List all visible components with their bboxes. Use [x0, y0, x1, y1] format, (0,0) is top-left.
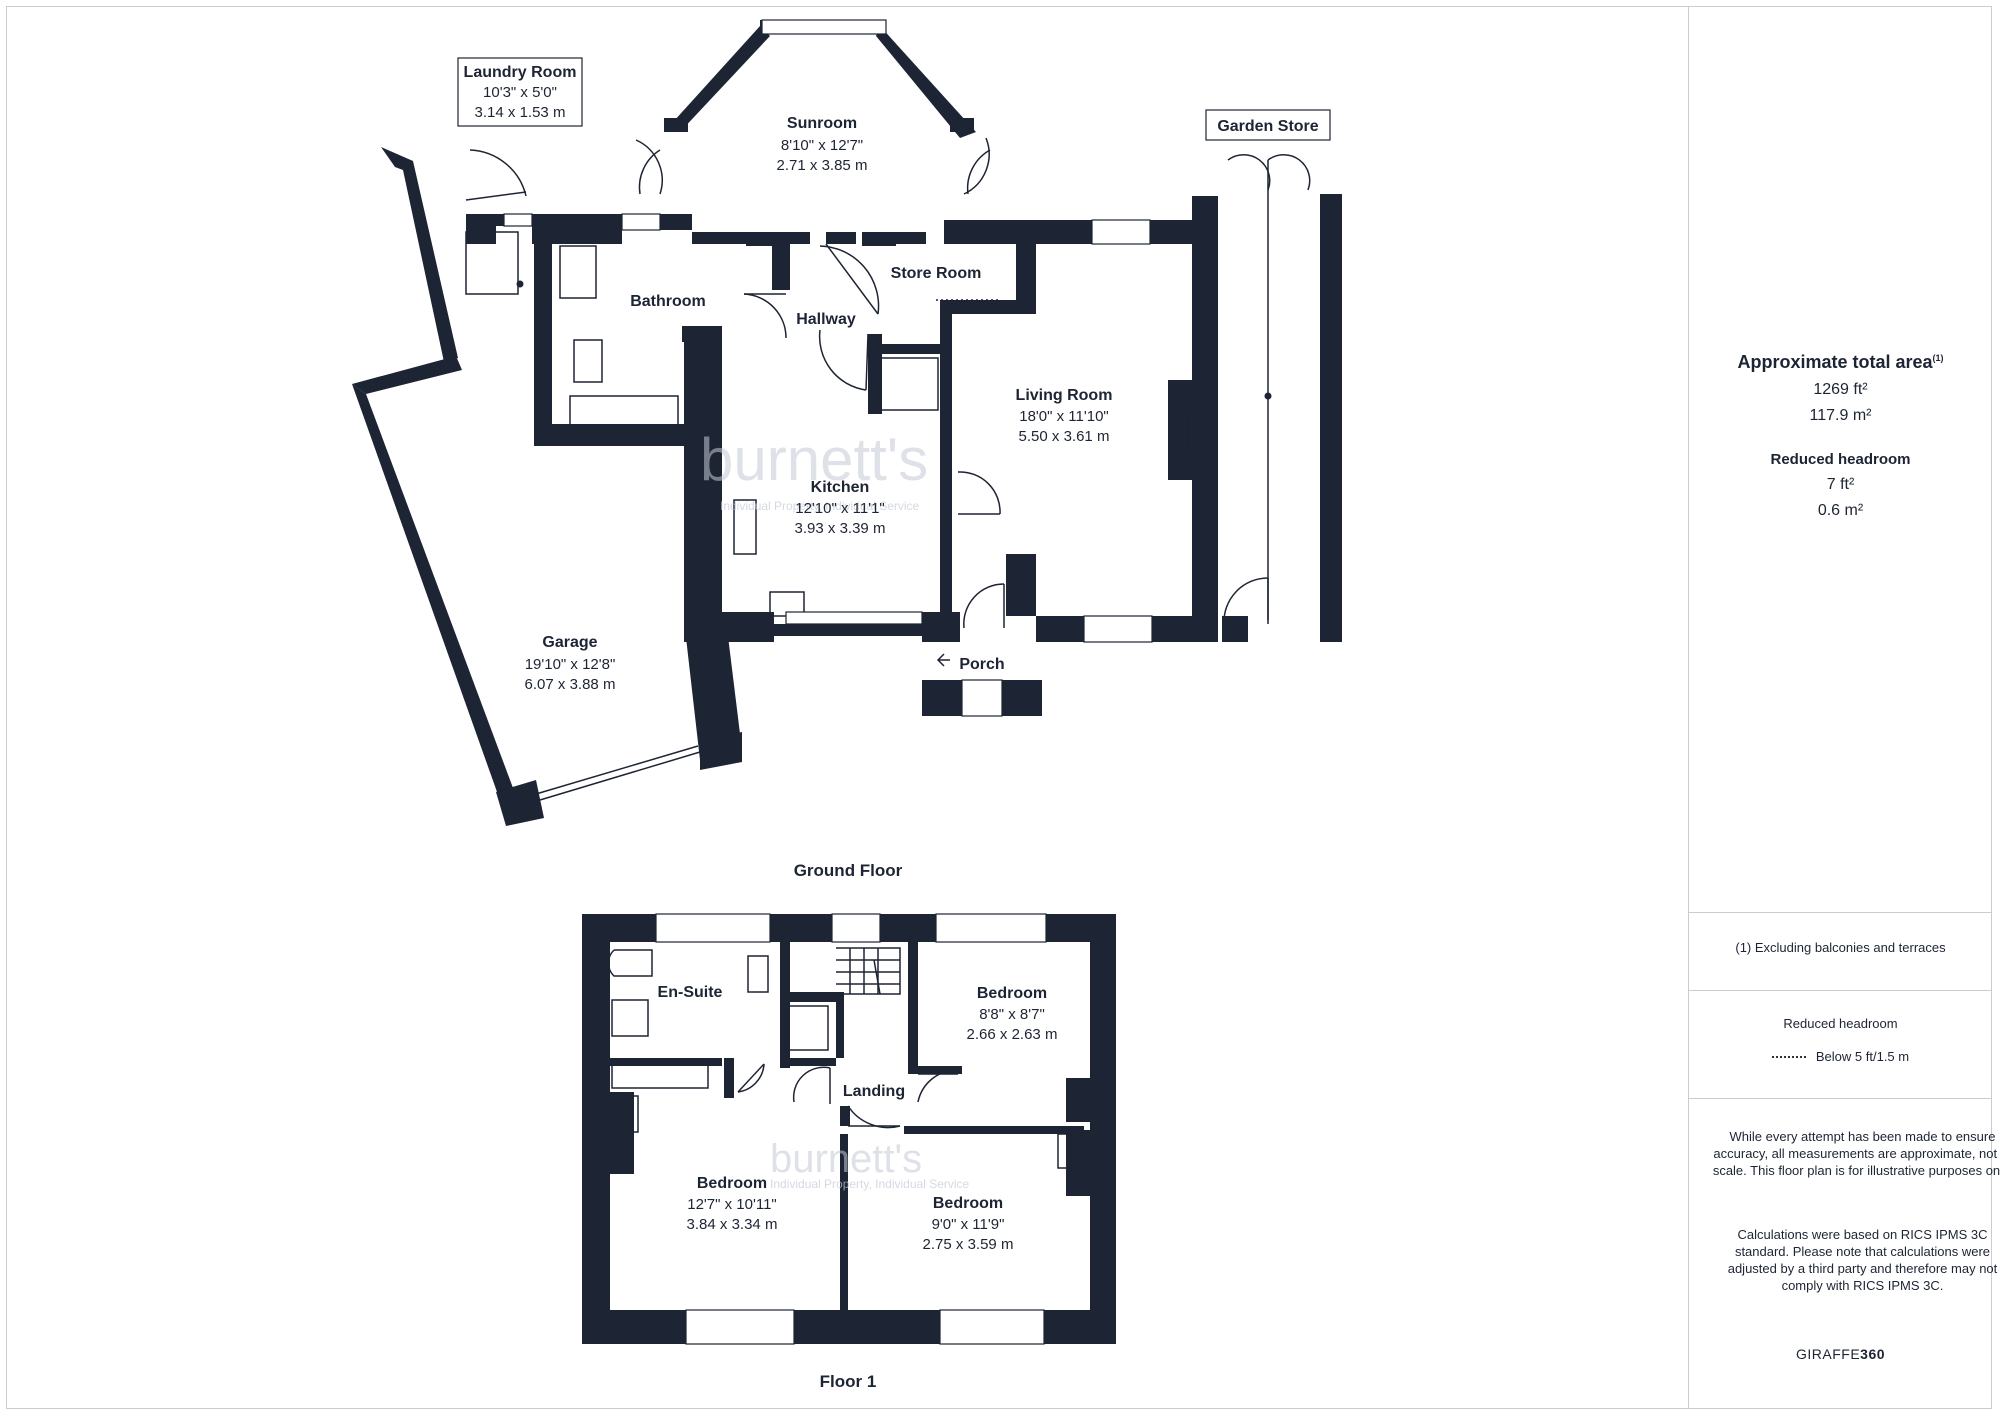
- area-ft: 1269 ft²: [1813, 381, 1868, 398]
- divider: [1689, 912, 1992, 913]
- reduced-m: 0.6 m²: [1817, 502, 1864, 519]
- garden-store-tag: Garden Store: [1205, 109, 1331, 141]
- garden-store-marker: [1264, 392, 1272, 400]
- hallway-label: Hallway: [796, 311, 856, 328]
- divider: [1689, 1098, 1992, 1099]
- bathroom-label: Bathroom: [630, 293, 706, 310]
- living-room-dim-imperial: 18'0" x 11'10": [1019, 408, 1109, 425]
- bedroom-ne-dim-imperial: 8'8" x 8'7": [979, 1006, 1045, 1023]
- page-frame: [6, 6, 1992, 1409]
- reduced-ft: 7 ft²: [1826, 476, 1855, 493]
- legend-row: Below 5 ft/1.5 m: [1689, 1049, 1992, 1064]
- info-sidebar: Approximate total area(1) 1269 ft² 117.9…: [1688, 6, 2000, 1409]
- legend-text: Below 5 ft/1.5 m: [1815, 1049, 1910, 1064]
- bedroom-se-dim-imperial: 9'0" x 11'9": [932, 1216, 1005, 1233]
- porch-label: Porch: [959, 656, 1004, 673]
- ground-floor-title: Ground Floor: [794, 861, 903, 880]
- watermark-tagline-f1: Individual Property, Individual Service: [770, 1177, 970, 1191]
- area-summary: Approximate total area(1) 1269 ft² 117.9…: [1689, 352, 1992, 520]
- garden-store-label: Garden Store: [1217, 118, 1318, 135]
- landing-label: Landing: [843, 1083, 905, 1100]
- ground-floor-details: [465, 137, 1311, 801]
- bedroom-ne-label: Bedroom: [977, 985, 1047, 1002]
- sunroom-label: Sunroom: [787, 115, 857, 132]
- living-room-dim-metric: 5.50 x 3.61 m: [1019, 428, 1110, 445]
- kitchen-label: Kitchen: [811, 479, 870, 496]
- brand-light: GIRAFFE: [1795, 1346, 1861, 1362]
- bedroom-ne-dim-metric: 2.66 x 2.63 m: [967, 1026, 1058, 1043]
- bedroom-se-label: Bedroom: [933, 1195, 1003, 1212]
- floor-plan: burnett's Individual Property, Individua…: [352, 19, 1342, 1391]
- watermark-tagline: Individual Property, Individual Service: [720, 499, 920, 513]
- floor-1-details: [607, 947, 1073, 1169]
- brand-bold: 360: [1860, 1346, 1886, 1362]
- bedroom-sw-dim-imperial: 12'7" x 10'11": [687, 1196, 777, 1213]
- sunroom-dim-metric: 2.71 x 3.85 m: [777, 157, 868, 174]
- sunroom-dim-imperial: 8'10" x 12'7": [781, 137, 863, 154]
- disclaimer-2: Calculations were based on RICS IPMS 3C …: [1727, 1227, 1998, 1293]
- reduced-headroom-title: Reduced headroom: [1770, 451, 1911, 468]
- kitchen-dim-imperial: 12'10" x 11'1": [795, 500, 885, 517]
- bedroom-sw-label: Bedroom: [697, 1175, 767, 1192]
- disclaimer-1: While every attempt has been made to ens…: [1712, 1129, 2000, 1178]
- ground-floor-windows: [503, 19, 1153, 717]
- floor-1-title: Floor 1: [820, 1372, 877, 1391]
- area-footnote: (1) Excluding balconies and terraces: [1735, 940, 1946, 955]
- garage-dim-imperial: 19'10" x 12'8": [525, 656, 616, 673]
- laundry-drain-marker: [516, 280, 524, 288]
- floor-1-walls: [582, 914, 1116, 1344]
- divider: [1689, 990, 1992, 991]
- laundry-room-tag: Laundry Room 10'3" x 5'0" 3.14 x 1.53 m: [457, 57, 583, 127]
- laundry-room-dim-imperial: 10'3" x 5'0": [483, 84, 557, 101]
- area-title: Approximate total area: [1737, 352, 1933, 372]
- area-m: 117.9 m²: [1809, 407, 1872, 424]
- legend: Reduced headroom Below 5 ft/1.5 m: [1689, 1016, 1992, 1064]
- kitchen-dim-metric: 3.93 x 3.39 m: [795, 520, 886, 537]
- garage-dim-metric: 6.07 x 3.88 m: [525, 676, 616, 693]
- legend-title: Reduced headroom: [1783, 1016, 1898, 1031]
- watermark-brand: burnett's: [700, 426, 928, 493]
- dotted-line-icon: [1771, 1055, 1806, 1058]
- bedroom-se-dim-metric: 2.75 x 3.59 m: [923, 1236, 1014, 1253]
- store-room-label: Store Room: [891, 265, 982, 282]
- garage-label: Garage: [542, 634, 597, 651]
- laundry-room-label: Laundry Room: [464, 64, 577, 81]
- area-footnote-mark: (1): [1932, 353, 1944, 363]
- laundry-room-dim-metric: 3.14 x 1.53 m: [475, 104, 566, 121]
- ensuite-label: En-Suite: [658, 984, 723, 1001]
- bedroom-sw-dim-metric: 3.84 x 3.34 m: [687, 1216, 778, 1233]
- watermark-brand-f1: burnett's: [770, 1137, 922, 1181]
- floor-1-windows: [655, 913, 1047, 1345]
- entry-arrow: [936, 653, 950, 667]
- giraffe360-logo: GIRAFFE360: [1689, 1346, 1992, 1362]
- living-room-label: Living Room: [1016, 387, 1113, 404]
- area-title-row: Approximate total area(1): [1689, 352, 1992, 373]
